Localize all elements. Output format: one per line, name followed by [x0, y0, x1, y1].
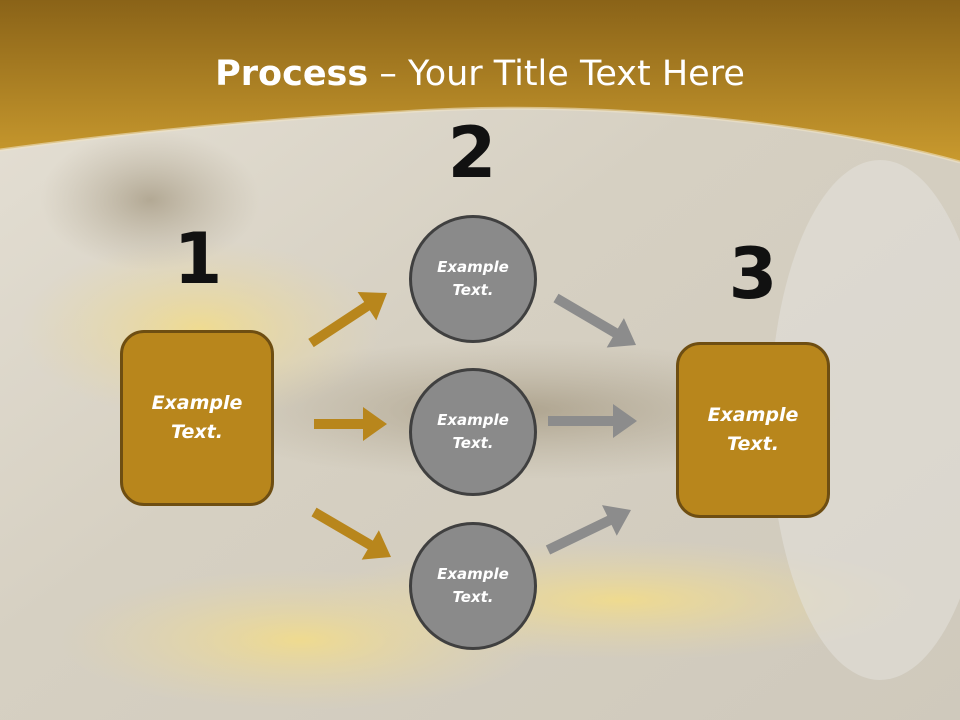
- process-circle-middle: Example Text.: [409, 368, 537, 496]
- step-box-3: Example Text.: [676, 342, 830, 518]
- step-box-1-label: Example Text.: [151, 392, 243, 443]
- process-circle-middle-label: Example Text.: [437, 411, 509, 452]
- step-number-2: 2: [447, 112, 497, 194]
- step-number-3: 3: [728, 233, 778, 315]
- title-rest: – Your Title Text Here: [368, 54, 745, 94]
- title-bold: Process: [215, 54, 369, 94]
- process-circle-bottom-label: Example Text.: [437, 565, 509, 606]
- step-box-1: Example Text.: [120, 330, 274, 506]
- process-circle-top-label: Example Text.: [437, 258, 509, 299]
- slide-title: Process – Your Title Text Here: [0, 52, 960, 96]
- process-circle-bottom: Example Text.: [409, 522, 537, 650]
- step-number-1: 1: [173, 218, 223, 300]
- process-circle-top: Example Text.: [409, 215, 537, 343]
- step-box-3-label: Example Text.: [707, 404, 799, 455]
